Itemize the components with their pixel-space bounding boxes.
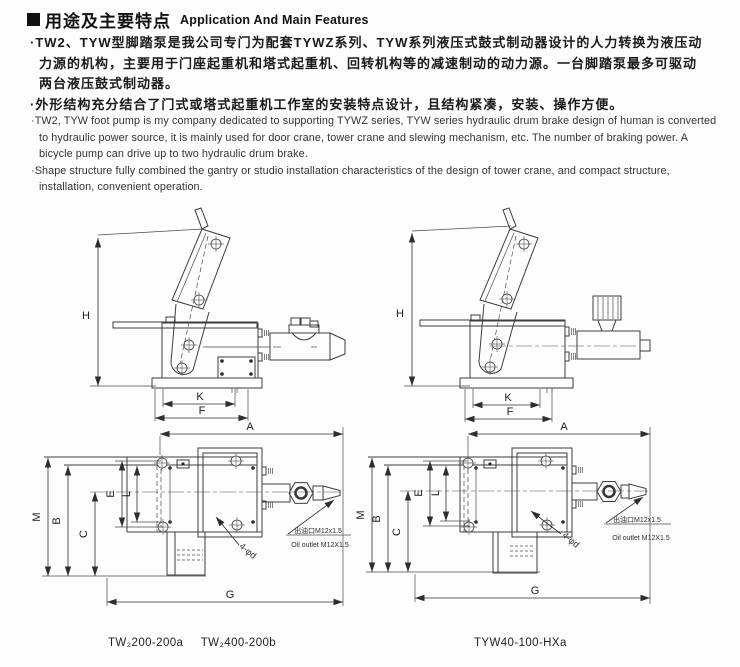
- section-header: 用途及主要特点 Application And Main Features: [27, 7, 369, 32]
- dim-label-A: A: [560, 421, 568, 433]
- feature-item-zh: ·TW2、TYW型脚踏泵是我公司专门为配套TYWZ系列、TYW系列液压式鼓式制动…: [30, 35, 703, 91]
- model-caption-left: TW₂200-200a TW₂400-200b: [108, 637, 276, 649]
- dim-label-C: C: [391, 528, 403, 536]
- dim-label-L: L: [430, 490, 442, 496]
- dim-label-E: E: [105, 490, 117, 497]
- feature-list-zh: ·TW2、TYW型脚踏泵是我公司专门为配套TYWZ系列、TYW系列液压式鼓式制动…: [30, 33, 708, 115]
- model-name: TW₂200-200a: [108, 637, 184, 649]
- technical-drawing-right: H K: [355, 207, 671, 604]
- dim-label-B: B: [371, 515, 383, 522]
- feature-item-zh: ·外形结构充分结合了门式或塔式起重机工作室的安装特点设计，且结构紧凑，安装、操作…: [30, 96, 624, 112]
- oil-outlet-label-zh: 出油口M12x1.5: [294, 526, 342, 535]
- model-caption-right: TYW40-100-HXa: [474, 637, 567, 649]
- holes-callout: 4-φd: [237, 541, 258, 561]
- dim-label-E: E: [413, 489, 425, 496]
- dim-label-A: A: [246, 421, 254, 433]
- dim-label-K: K: [504, 392, 512, 404]
- page-title-zh: 用途及主要特点: [45, 12, 171, 31]
- dim-label-B: B: [51, 517, 63, 524]
- feature-list-en: ·TW2, TYW foot pump is my company dedica…: [31, 113, 723, 196]
- dim-label-C: C: [78, 530, 90, 538]
- oil-outlet-label-en: Oil outlet M12X1.5: [612, 535, 670, 542]
- left-plan-view: A: [31, 421, 351, 606]
- dim-label-M: M: [31, 512, 43, 521]
- holes-callout: 4-φd: [560, 530, 581, 550]
- model-name: TYW40-100-HXa: [474, 637, 567, 649]
- dim-label-F: F: [507, 406, 514, 418]
- feature-item-en: ·TW2, TYW foot pump is my company dedica…: [31, 115, 717, 160]
- model-name: TW₂400-200b: [200, 637, 277, 649]
- oil-outlet-label-zh: 出油口M12x1.5: [613, 515, 661, 524]
- oil-outlet-label-en: Oil outlet M12X1.5: [291, 542, 349, 549]
- dim-label-L: L: [121, 491, 133, 497]
- page-title-en: Application And Main Features: [180, 12, 369, 27]
- right-plan-view: A: [355, 421, 671, 604]
- dim-label-K: K: [196, 391, 204, 403]
- feature-item-en: ·Shape structure fully combined the gant…: [31, 164, 670, 194]
- section-marker-icon: [27, 13, 40, 26]
- dim-label-F: F: [199, 405, 206, 417]
- technical-drawing-left: H: [31, 207, 351, 606]
- dim-label-G: G: [226, 589, 235, 601]
- dim-label-M: M: [355, 510, 367, 519]
- right-side-view: H K: [396, 207, 651, 423]
- left-side-view: H: [82, 207, 346, 422]
- dim-label-H: H: [82, 310, 90, 322]
- dim-label-H: H: [396, 308, 404, 320]
- dim-label-G: G: [531, 585, 540, 597]
